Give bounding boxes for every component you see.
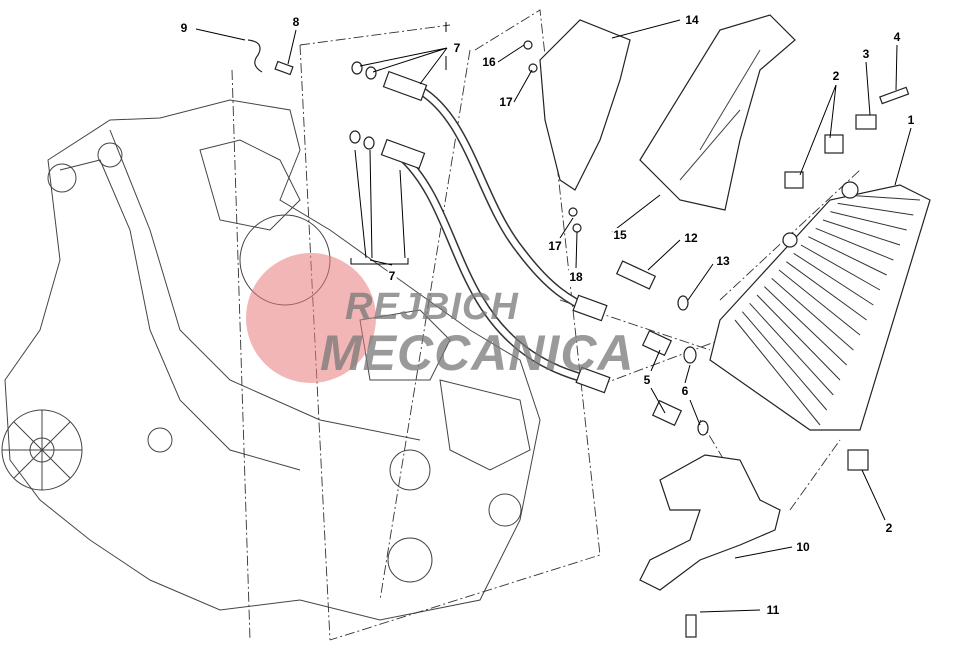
watermark-text-line2: MECCANICA [320,328,632,378]
cooler-fin [830,211,907,231]
fittings [615,260,709,436]
cooler-fin [822,219,901,246]
callout-18: 18 [568,270,584,284]
watermark-logo-circle [246,253,376,383]
callout-13: 13 [715,254,731,268]
callout-7-top: 7 [452,41,462,55]
callout-12: 12 [683,231,699,245]
covers [523,14,796,233]
callout-10: 10 [795,540,811,554]
cooler-fin [844,194,921,201]
callout-2-bottom: 2 [884,521,894,535]
leader-lines [195,19,912,613]
callout-16: 16 [481,55,497,69]
callout-14: 14 [684,13,700,27]
callout-5: 5 [642,373,652,387]
engine-block [1,99,541,621]
cooler-fin [800,244,881,291]
callout-3: 3 [861,47,871,61]
callout-17-bottom: 17 [547,239,563,253]
callout-17-top: 17 [498,95,514,109]
callout-1: 1 [906,113,916,127]
cooler-fin [763,286,848,366]
cooler-fin [734,319,821,426]
callout-8: 8 [291,15,301,29]
cooler-fin [778,269,861,336]
clip-and-screw [247,39,294,76]
cooler-fin [771,277,854,351]
oil-cooler [709,86,931,471]
oil-hoses [349,22,611,394]
callout-9: 9 [179,21,189,35]
callout-11: 11 [765,603,781,617]
cooler-fin [756,294,841,381]
callout-15: 15 [612,228,628,242]
cooler-fin [808,236,887,276]
watermark-text-line1: REJBICH [345,286,519,328]
cooler-fin [741,311,828,411]
callout-7-bottom: 7 [387,269,397,283]
callout-4: 4 [892,30,902,44]
cooler-fin [793,252,874,306]
cooler-fin [837,202,914,216]
cooler-fin [815,227,894,261]
mounting-bracket [639,454,781,638]
callout-2-top: 2 [831,69,841,83]
callout-6: 6 [680,384,690,398]
cooler-fin [786,261,867,321]
cooler-fin [749,302,834,396]
